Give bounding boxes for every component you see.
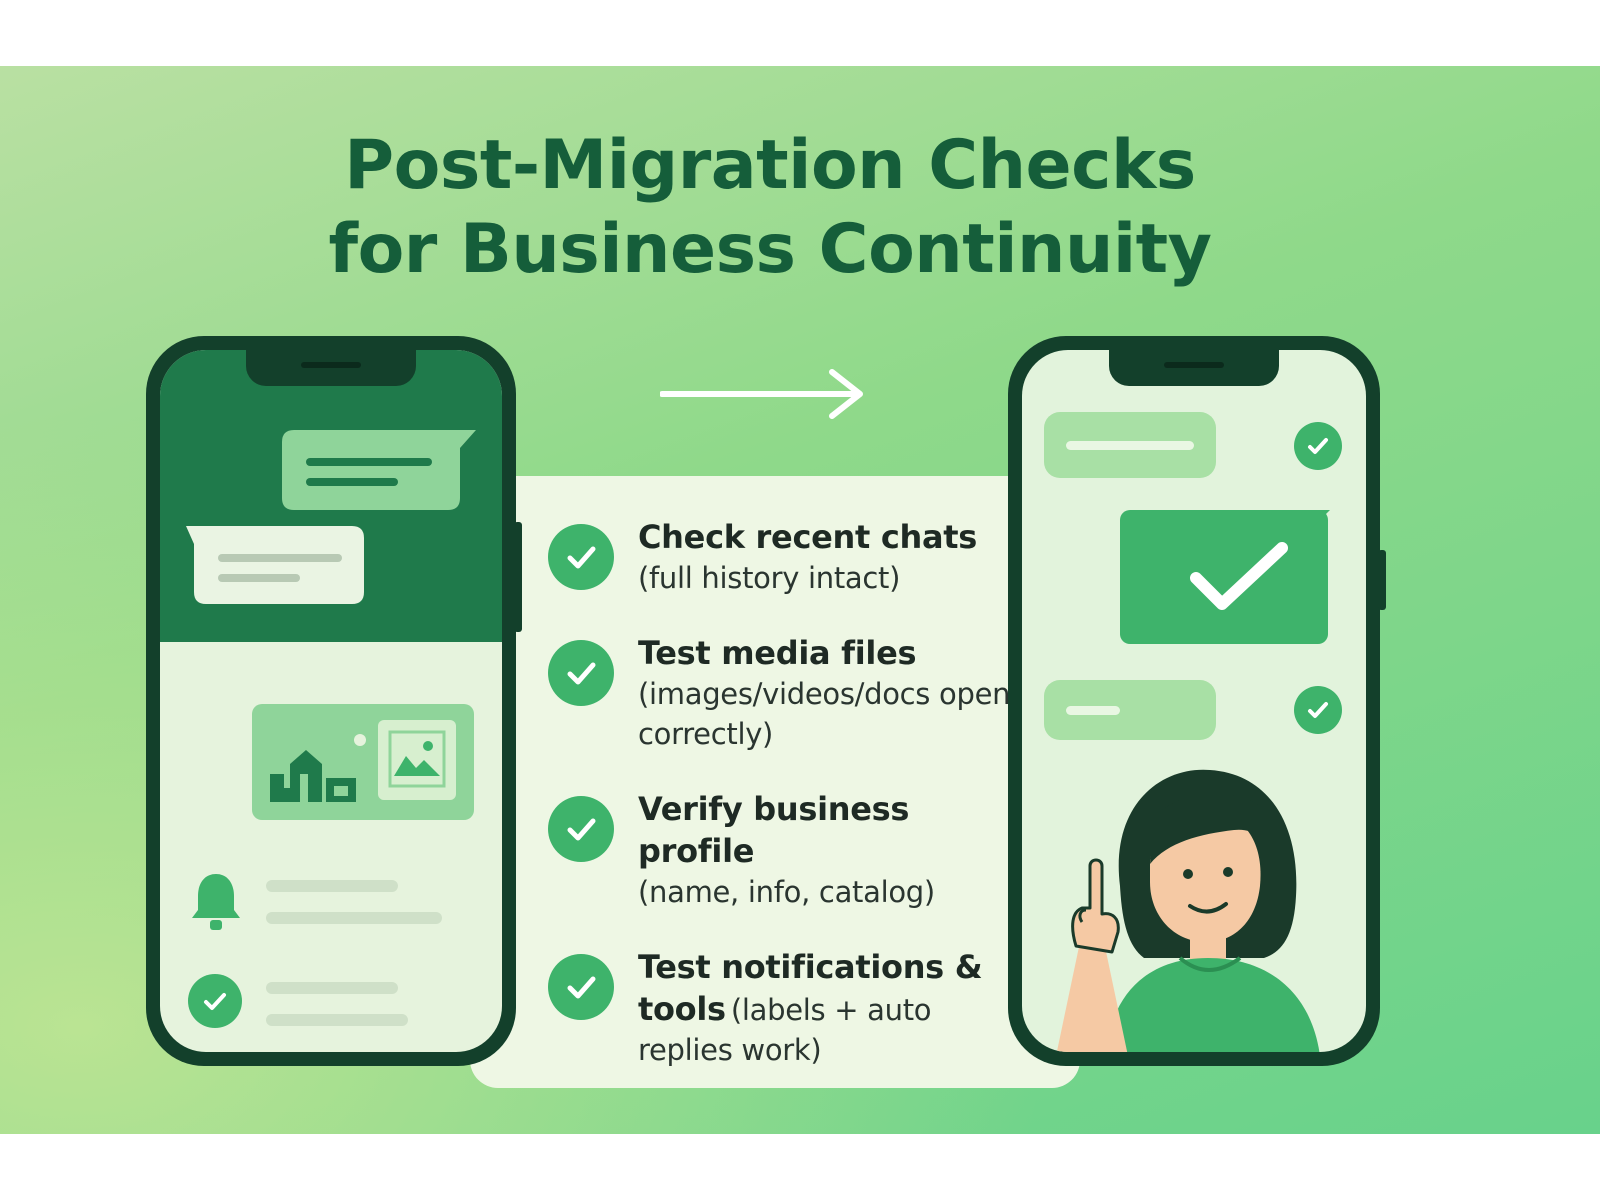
- title-line-1: Post-Migration Checks: [344, 126, 1196, 205]
- checkmark-icon: [1190, 542, 1288, 610]
- checklist-item-business-profile: Verify business profile (name, info, cat…: [548, 788, 1018, 912]
- old-phone-illustration: [146, 336, 522, 1066]
- media-preview-card: [252, 704, 474, 820]
- phone-side-button: [1378, 550, 1386, 610]
- bell-icon: [192, 874, 240, 930]
- checklist-item-detail: (labels + auto replies work): [638, 993, 932, 1067]
- check-circle-icon: [548, 524, 614, 590]
- image-icon: [270, 734, 366, 802]
- phone-notch: [1109, 350, 1279, 386]
- check-circle-icon: [548, 796, 614, 862]
- list-line: [266, 912, 442, 924]
- list-line: [266, 1014, 408, 1026]
- check-circle-icon: [1294, 422, 1342, 470]
- checklist-item-notifications-tools: Test notifications & tools (labels + aut…: [548, 946, 1018, 1070]
- message-pill: [1044, 412, 1216, 478]
- checklist-item-title: Test notifications &: [638, 948, 983, 986]
- checklist-item-title-continued: tools: [638, 990, 726, 1028]
- check-circle-icon: [188, 974, 242, 1028]
- confirmation-card: [1120, 510, 1330, 644]
- checklist-item-recent-chats: Check recent chats (full history intact): [548, 516, 1018, 598]
- check-circle-icon: [548, 640, 614, 706]
- check-circle-icon: [548, 954, 614, 1020]
- checklist-item-detail: (full history intact): [638, 561, 901, 595]
- list-line: [266, 880, 398, 892]
- checklist: Check recent chats (full history intact)…: [548, 516, 1018, 1104]
- checklist-item-detail: (name, info, catalog): [638, 875, 935, 909]
- checklist-item-title: Verify business profile: [638, 790, 910, 870]
- image-icon: [388, 730, 446, 788]
- checklist-item-title: Test media files: [638, 634, 917, 672]
- phone-side-button: [514, 522, 522, 632]
- page-title: Post-Migration Checks for Business Conti…: [250, 124, 1290, 292]
- phone-screen: [1022, 350, 1366, 1052]
- checklist-item-detail: (images/videos/docs open correctly): [638, 677, 1011, 751]
- new-phone-illustration: [1008, 336, 1386, 1066]
- right-arrow-icon: [660, 369, 863, 419]
- message-pill: [1044, 680, 1216, 740]
- chat-bubble-icon: [282, 430, 476, 510]
- title-line-2: for Business Continuity: [328, 210, 1213, 289]
- infographic-banner: Post-Migration Checks for Business Conti…: [0, 66, 1600, 1134]
- phone-screen: [160, 350, 502, 1052]
- phone-notch: [246, 350, 416, 386]
- person-illustration: [1056, 769, 1320, 1052]
- checklist-item-title: Check recent chats: [638, 518, 978, 556]
- image-thumbnail: [378, 720, 456, 800]
- list-line: [266, 982, 398, 994]
- chat-bubble-icon: [186, 526, 364, 604]
- checklist-item-media-files: Test media files (images/videos/docs ope…: [548, 632, 1018, 754]
- check-circle-icon: [1294, 686, 1342, 734]
